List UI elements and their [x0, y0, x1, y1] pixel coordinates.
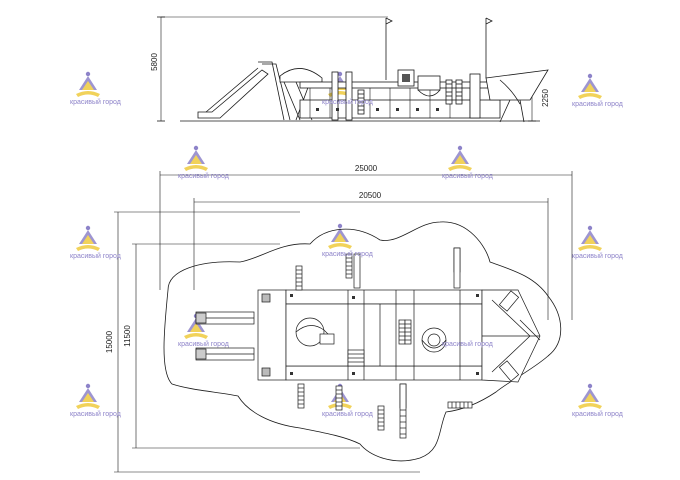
watermark-brand-text: красивый город — [572, 252, 623, 260]
watermark-logo — [577, 225, 603, 252]
watermark-logo — [75, 383, 101, 410]
watermark-logo — [577, 73, 603, 100]
watermark-logo — [327, 223, 353, 250]
watermark-brand-text: красивый город — [70, 98, 121, 106]
watermark-brand-text: красивый город — [70, 252, 121, 260]
watermark-brand-text: красивый город — [572, 100, 623, 108]
elevation-height-dim: 5800 — [150, 53, 159, 71]
plan-inner-length-dim: 20500 — [359, 191, 382, 200]
watermark-brand-text: красивый город — [442, 172, 493, 180]
watermark-logo — [75, 71, 101, 98]
watermark-brand-text: красивый город — [572, 410, 623, 418]
watermark-brand-text: красивый город — [322, 250, 373, 258]
elevation-platform-dim: 2250 — [541, 89, 550, 107]
watermark-brand-text: красивый город — [70, 410, 121, 418]
watermark-logo — [577, 383, 603, 410]
plan-total-length-dim: 25000 — [355, 164, 378, 173]
plan-inner-width-dim: 11500 — [123, 325, 132, 347]
watermark-logo — [447, 145, 473, 172]
plan-total-width-dim: 15000 — [105, 330, 114, 353]
elevation-view: 5800 2250 — [150, 16, 550, 123]
watermark-brand-text: красивый город — [322, 410, 373, 418]
watermark-logo — [183, 145, 209, 172]
safety-zone-outline — [163, 221, 562, 462]
watermark-texts: красивый город красивый город красивый г… — [70, 98, 623, 418]
plan-view: 25000 20500 15000 11500 — [105, 164, 573, 473]
watermark-logo — [75, 225, 101, 252]
watermark-brand-text: красивый город — [178, 340, 229, 348]
watermark-brand-text: красивый город — [322, 98, 373, 106]
watermark-brand-text: красивый город — [178, 172, 229, 180]
watermark-brand-text: красивый город — [442, 340, 493, 348]
